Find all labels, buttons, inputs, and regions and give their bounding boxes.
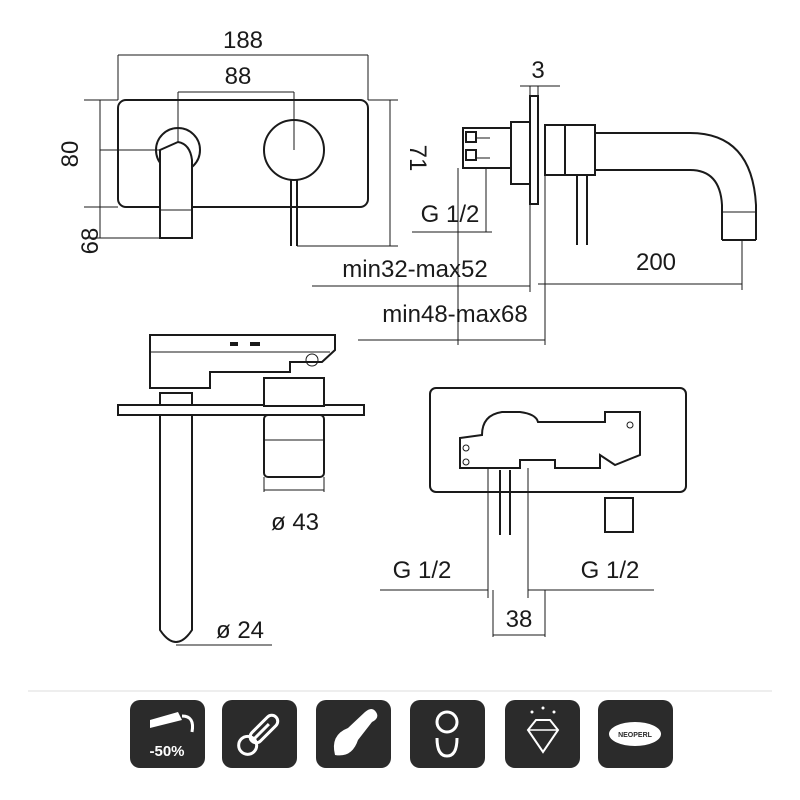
dim-inlet-spacing: 38 <box>506 606 533 633</box>
feature-icons: -50% <box>130 700 673 768</box>
cold-start-icon <box>316 700 391 768</box>
dim-88: 88 <box>225 63 252 90</box>
dim-depth-range-1: min32-max52 <box>342 256 487 283</box>
top-view: ø 43 ø 24 <box>117 334 365 646</box>
neoperl-label: NEOPERL <box>618 732 653 739</box>
dim-spout-diameter: ø 24 <box>216 617 264 644</box>
water-saving-label: -50% <box>149 743 184 760</box>
thermometer-icon <box>222 700 297 768</box>
dim-200: 200 <box>636 249 676 276</box>
front-view: 188 88 80 68 71 <box>57 27 431 254</box>
dim-71: 71 <box>404 145 431 172</box>
front-plate <box>117 99 369 208</box>
dim-3: 3 <box>531 57 544 84</box>
dim-body-diameter: ø 43 <box>271 509 319 536</box>
inlet-view: G 1/2 G 1/2 38 <box>380 387 687 637</box>
neoperl-aerator-icon: NEOPERL <box>598 700 673 768</box>
dim-inlet-thread: G 1/2 <box>421 201 480 228</box>
dim-68: 68 <box>77 228 104 255</box>
diamond-finish-icon <box>505 700 580 768</box>
swivel-spout-icon <box>410 700 485 768</box>
side-view: 3 G 1/2 min32-max52 min48-max68 <box>312 57 757 345</box>
dim-inlet-right: G 1/2 <box>581 557 640 584</box>
dim-80: 80 <box>57 141 84 168</box>
water-saving-icon: -50% <box>130 700 205 768</box>
dim-depth-range-2: min48-max68 <box>382 301 527 328</box>
dim-188: 188 <box>223 27 263 54</box>
dim-inlet-left: G 1/2 <box>393 557 452 584</box>
